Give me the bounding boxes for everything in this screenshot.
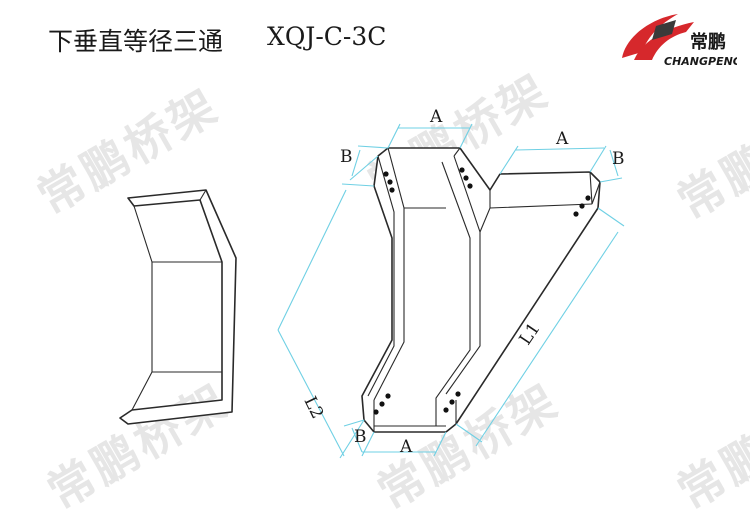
bolt-hole [387,179,393,185]
bolt-hole [467,183,473,189]
dim-label-bottom-b: B [354,427,367,447]
watermark-6: 常鹏桥架 [669,373,750,520]
watermark-1: 常鹏桥架 [29,78,229,225]
bolt-hole [389,187,395,193]
bolt-hole [443,407,449,413]
bolt-hole [585,195,591,201]
bolt-hole [459,167,465,173]
dim-label-right-b: B [612,149,625,169]
tee-body [361,147,601,433]
watermarks: 常鹏桥架 常鹏桥架 常鹏桥架 常鹏桥架 常鹏桥架 常鹏桥架 [29,63,750,520]
logo-brand-cn: 常鹏 [690,31,726,53]
left-tray-profile [119,189,237,425]
bolt-hole [385,393,391,399]
bolt-hole [449,399,455,405]
bolt-hole [573,211,579,217]
dimension-lines [277,123,625,459]
bolt-hole [383,171,389,177]
page-title: 下垂直等径三通 XQJ-C-3C [48,22,386,58]
watermark-4: 常鹏桥架 [39,373,239,520]
bolt-hole [463,175,469,181]
bolt-holes [373,167,591,415]
dim-label-right-a: A [555,129,569,149]
logo-brand-en: CHANGPENG [664,55,737,68]
product-name: 下垂直等径三通 [48,27,224,56]
brand-logo: 常鹏 CHANGPENG [622,14,737,68]
watermark-3: 常鹏桥架 [669,83,750,230]
logo-arc-icon [634,22,694,60]
bolt-hole [455,391,461,397]
dim-label-top-a: A [429,107,443,127]
dim-label-top-b: B [340,147,353,167]
bolt-hole [579,203,585,209]
bolt-hole [373,409,379,415]
dim-label-bottom-a: A [399,437,413,457]
bolt-hole [379,401,385,407]
logo-bar-icon [652,20,676,40]
product-model: XQJ-C-3C [267,22,387,51]
logo-swoosh-icon [622,14,678,58]
dim-label-l2: L2 [300,393,328,422]
